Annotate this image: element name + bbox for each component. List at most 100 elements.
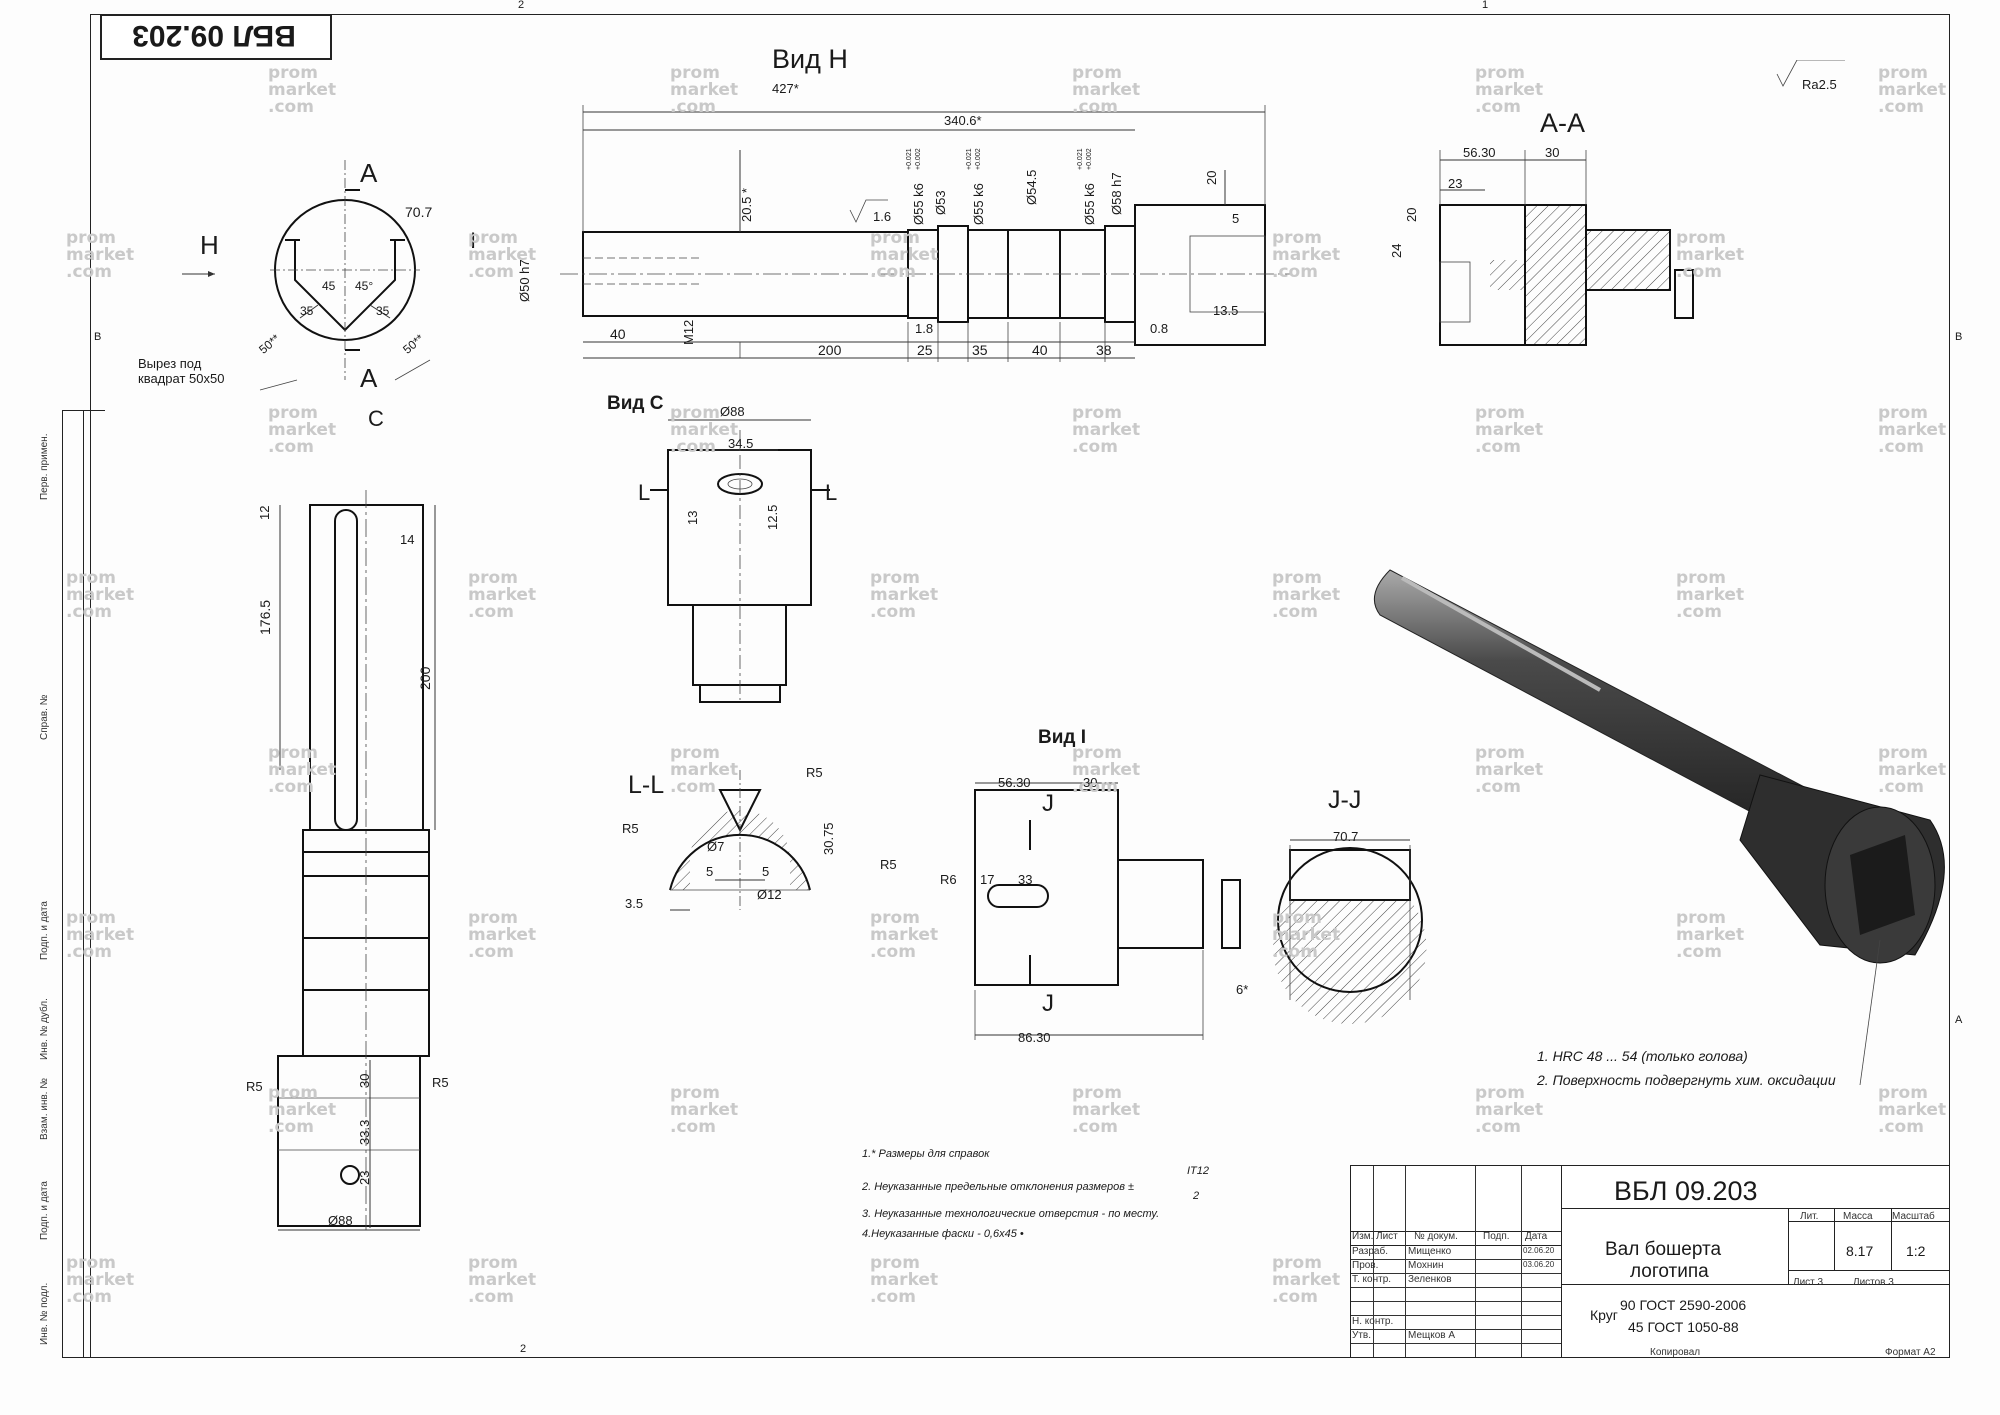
dim-label: 427* bbox=[772, 81, 799, 96]
section-mark: A bbox=[360, 363, 378, 393]
dim-tolerance: +0.002 bbox=[915, 148, 922, 170]
title-block bbox=[1350, 1165, 1950, 1358]
dim-label: 30 bbox=[1083, 775, 1098, 790]
dim-label: 0.8 bbox=[1150, 321, 1169, 336]
dim-label: M12 bbox=[681, 319, 696, 345]
tb-sheet: Лист 3 bbox=[1793, 1277, 1824, 1288]
dim-label: Ø88 bbox=[720, 404, 745, 419]
dim-label: 3.5 bbox=[625, 896, 644, 911]
dim-label: 38 bbox=[1096, 342, 1112, 358]
section-ll bbox=[669, 770, 811, 911]
dim-label: 1.8 bbox=[915, 321, 934, 336]
zone-marker: 2 bbox=[520, 1343, 527, 1355]
dim-label: 13.5 bbox=[1213, 303, 1239, 318]
dim-label: Ø12 bbox=[757, 887, 782, 902]
tb-scale: 1:2 bbox=[1906, 1243, 1926, 1259]
dim-label: 56.30 bbox=[998, 775, 1031, 790]
section-mark: A bbox=[360, 158, 378, 188]
dim-tolerance: +0.002 bbox=[975, 148, 982, 170]
tb-col-date: Дата bbox=[1525, 1231, 1548, 1242]
note-line: 1. HRC 48 ... 54 (только голова) bbox=[1537, 1048, 1748, 1064]
tb-sheets: Листов 3 bbox=[1853, 1277, 1894, 1288]
tb-col-sign: Подп. bbox=[1483, 1231, 1510, 1242]
dim-label: 45° bbox=[355, 279, 374, 293]
tb-row-tkontr: Т. контр. bbox=[1352, 1274, 1392, 1285]
dim-label: 20 bbox=[1404, 207, 1419, 222]
zone-marker: 1 bbox=[1482, 0, 1489, 11]
dim-label: 35 bbox=[300, 304, 314, 318]
dim-label: 5 bbox=[706, 864, 714, 879]
dim-label: 1.6 bbox=[873, 209, 892, 224]
dim-label: 5 bbox=[1232, 211, 1240, 226]
dim-label: R5 bbox=[806, 765, 823, 780]
dim-label: 56.30 bbox=[1463, 145, 1496, 160]
roughness-value: Ra2.5 bbox=[1802, 77, 1837, 92]
section-mark: J bbox=[1042, 790, 1054, 817]
drawing-frame bbox=[90, 14, 1950, 1358]
view-title-ll: L-L bbox=[628, 771, 665, 799]
view-i bbox=[974, 782, 1241, 1040]
section-aa bbox=[1439, 150, 1694, 346]
tb-col-list: Лист bbox=[1376, 1231, 1398, 1242]
tb-row-nkontr: Н. контр. bbox=[1352, 1316, 1394, 1327]
designation-stamp bbox=[100, 14, 332, 60]
tb-header-lit: Лит. bbox=[1800, 1211, 1819, 1222]
tb-header-scale: Масштаб bbox=[1892, 1211, 1935, 1222]
dim-tolerance: +0.021 bbox=[906, 148, 913, 170]
dim-label: 24 bbox=[1389, 243, 1404, 258]
end-view-circle bbox=[182, 160, 431, 391]
dim-label: Ø58 h7 bbox=[1109, 172, 1124, 215]
tb-row-razrab: Разраб. bbox=[1352, 1246, 1389, 1257]
note-it12-den: 2 bbox=[1193, 1190, 1200, 1202]
tb-header-mass: Масса bbox=[1843, 1211, 1873, 1222]
note-line: 2. Поверхность подвергнуть хим. оксидаци… bbox=[1537, 1072, 1836, 1088]
left-strip bbox=[62, 410, 105, 1358]
title-designation: ВБЛ 09.203 bbox=[1614, 1176, 1758, 1206]
view-title-i: Вид I bbox=[1038, 727, 1087, 748]
dim-label: 30.75 bbox=[821, 822, 836, 855]
tb-copied: Копировал bbox=[1650, 1347, 1701, 1358]
section-mark: I bbox=[470, 228, 477, 253]
main-shaft-view bbox=[560, 105, 1290, 362]
tb-name-tkontr: Зеленков bbox=[1408, 1274, 1452, 1285]
dim-label: 30 bbox=[357, 1073, 372, 1088]
dim-label: Ø53 bbox=[933, 190, 948, 215]
dim-label: 45 bbox=[322, 279, 336, 293]
dim-label: Ø55 k6 bbox=[911, 183, 926, 225]
tb-material-2: 45 ГОСТ 1050-88 bbox=[1628, 1319, 1739, 1335]
dim-label: 5 bbox=[762, 864, 770, 879]
title-name-line1: Вал бошерта bbox=[1605, 1239, 1722, 1260]
zone-marker: A bbox=[1955, 1014, 1963, 1026]
cut-note: квадрат 50х50 bbox=[138, 371, 225, 386]
dim-label: 33 bbox=[1018, 872, 1033, 887]
tb-material-kind: Круг bbox=[1590, 1307, 1618, 1323]
tb-col-doc: № докум. bbox=[1414, 1231, 1458, 1242]
view-title-h: Вид Н bbox=[772, 44, 848, 74]
tb-material-1: 90 ГОСТ 2590-2006 bbox=[1620, 1297, 1747, 1313]
dim-label: R6 bbox=[940, 872, 957, 887]
dim-tolerance: +0.021 bbox=[966, 148, 973, 170]
tb-name-razrab: Мищенко bbox=[1408, 1246, 1452, 1257]
dim-label: 20 bbox=[1204, 170, 1219, 185]
view-title-c: Вид С bbox=[607, 393, 664, 414]
cut-note: Вырез под bbox=[138, 356, 202, 371]
dim-label: R5 bbox=[246, 1079, 263, 1094]
